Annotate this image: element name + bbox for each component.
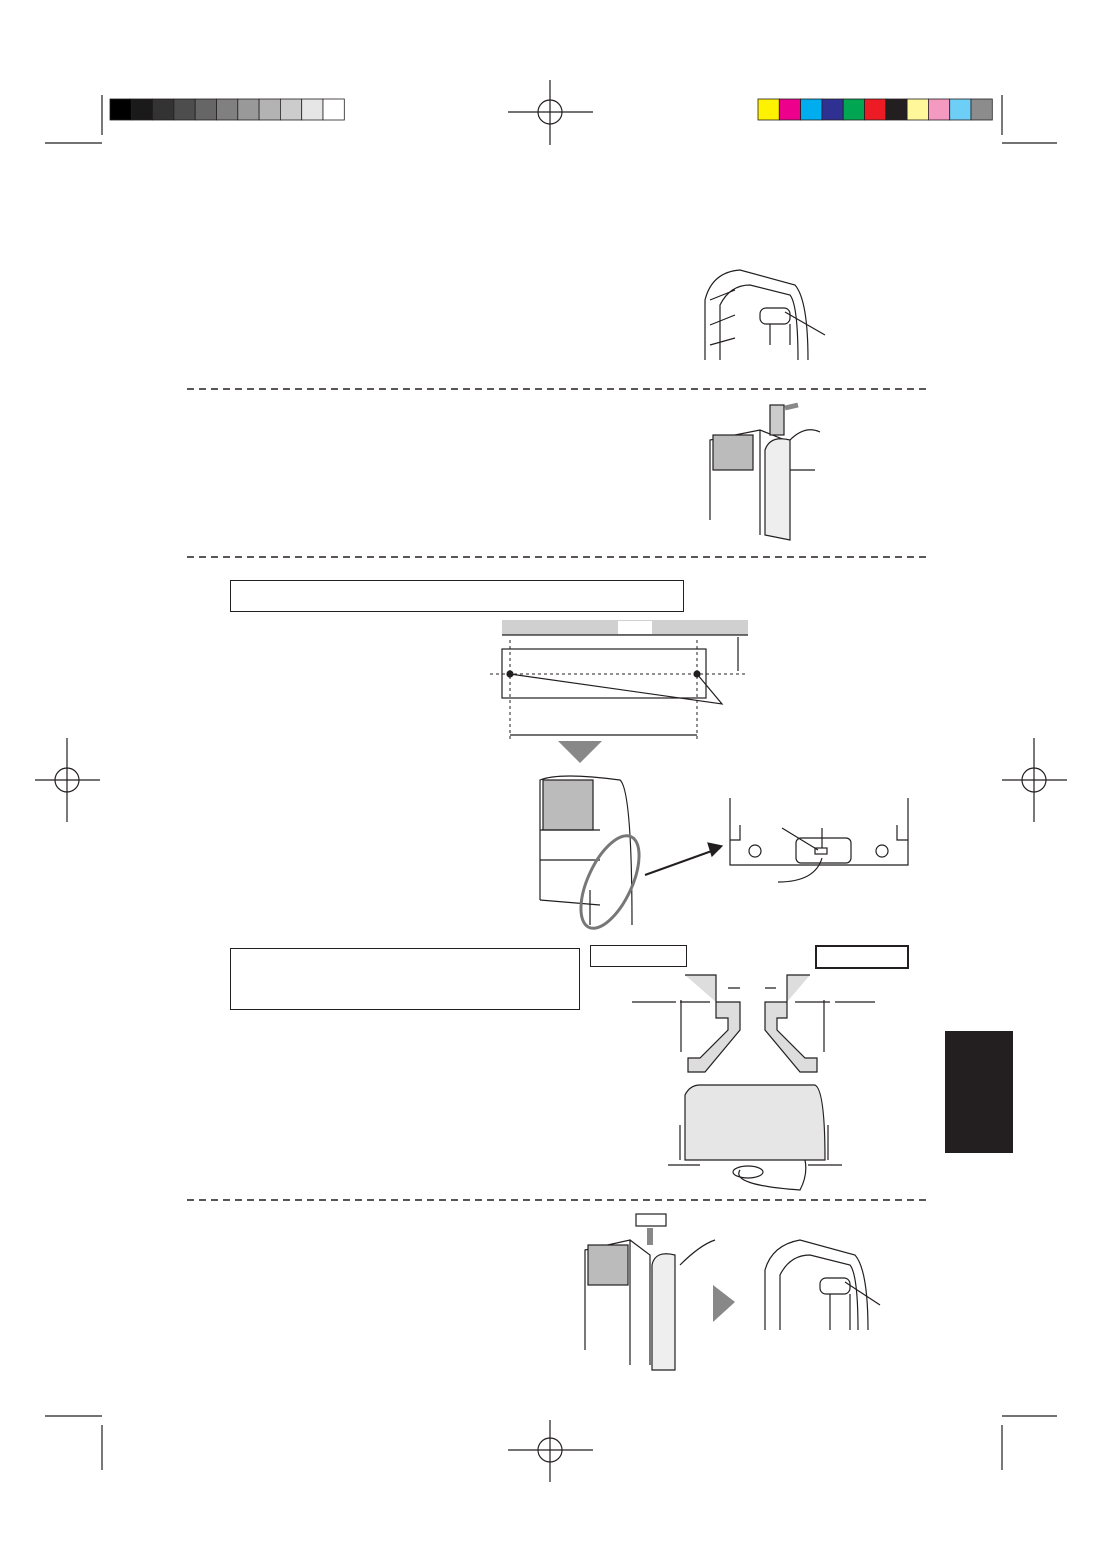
color-swatch [906, 98, 929, 121]
color-swatch [864, 98, 887, 121]
color-swatch [970, 98, 993, 121]
registration-target-bottom [508, 1420, 593, 1482]
color-swatch [842, 98, 865, 121]
crop-marks [45, 95, 1057, 1470]
gray-swatch [152, 98, 175, 121]
gray-swatch [216, 98, 239, 121]
illustration-remove-panel [709, 402, 821, 541]
color-swatch [821, 98, 844, 121]
gray-swatch [237, 98, 260, 121]
gray-swatch [258, 98, 281, 121]
label-box-left [590, 945, 687, 967]
gray-swatch [173, 98, 196, 121]
section-tab [945, 1031, 1013, 1153]
color-swatch [778, 98, 801, 121]
color-swatch [800, 98, 823, 121]
instruction-box [230, 580, 684, 612]
gray-swatch [130, 98, 154, 121]
gray-swatch [194, 98, 217, 121]
label-box-right [815, 945, 909, 969]
illustration-brackets [632, 974, 875, 1073]
registration-target-left [35, 738, 100, 822]
color-bars [109, 98, 993, 121]
illustration-reinstall-panel [584, 1213, 881, 1371]
color-swatch [928, 98, 951, 121]
gray-swatch [322, 98, 345, 121]
gray-swatch [301, 98, 324, 121]
illustration-remove-screw [704, 269, 826, 361]
mounting-template-diagram [490, 620, 748, 763]
color-swatch [757, 98, 780, 121]
registration-target-right [1002, 738, 1067, 822]
illustration-unit-rear [668, 1084, 842, 1191]
gray-swatch [279, 98, 303, 121]
instruction-box [230, 948, 580, 1010]
illustration-unit-bottom-detail [539, 775, 909, 930]
color-swatch [949, 98, 972, 121]
gray-swatch [109, 98, 132, 121]
color-swatch [885, 98, 908, 121]
registration-target-top [508, 80, 593, 145]
